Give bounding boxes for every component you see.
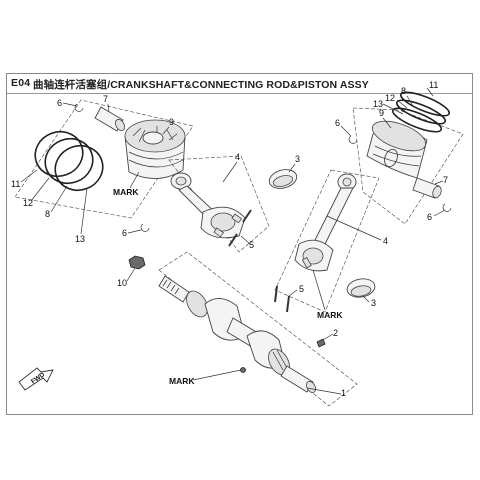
left-piston-rings xyxy=(34,130,104,192)
callout-9-right: 9 xyxy=(379,108,384,118)
crank-nut xyxy=(128,255,146,270)
callout-1: 1 xyxy=(341,388,346,398)
callout-8-left: 8 xyxy=(45,209,50,219)
callout-11-left: 11 xyxy=(11,179,20,189)
callout-5-left: 5 xyxy=(249,240,254,250)
right-piston-group-outline xyxy=(352,107,464,225)
callout-13-left: 13 xyxy=(75,234,85,244)
right-piston xyxy=(366,120,428,179)
mark-label-left-piston: MARK xyxy=(113,187,139,197)
right-piston-callouts: 11 8 13 12 9 6 7 6 xyxy=(335,80,448,222)
right-snap-ring-lower xyxy=(442,203,452,212)
callout-7-left: 7 xyxy=(103,94,108,104)
callout-6-right-upper: 6 xyxy=(335,118,340,128)
left-piston-pin xyxy=(94,106,125,132)
callout-4-right: 4 xyxy=(383,236,388,246)
callout-6-left-top: 6 xyxy=(57,98,62,108)
left-piston xyxy=(124,119,186,179)
mark-label-crankshaft: MARK xyxy=(169,376,195,386)
right-rod-callouts: 4 3 5 MARK xyxy=(288,215,388,320)
mark-label-right-rod: MARK xyxy=(317,310,343,320)
callout-5-right: 5 xyxy=(299,284,304,294)
callout-6-left-lower: 6 xyxy=(122,228,127,238)
fwd-arrow: FWD xyxy=(18,367,54,391)
diagram-title: 曲轴连杆活塞组/CRANKSHAFT&CONNECTING ROD&PISTON… xyxy=(33,79,369,91)
woodruff-key xyxy=(316,338,326,348)
right-connecting-rod xyxy=(294,173,357,272)
callout-11-right: 11 xyxy=(429,80,438,90)
left-callouts: 6 7 9 MARK 11 12 8 13 xyxy=(11,94,174,244)
callout-10: 10 xyxy=(117,278,127,288)
right-rod-group-outline xyxy=(274,169,380,313)
exploded-view-drawing: 6 7 9 MARK 11 12 8 13 xyxy=(11,80,464,407)
callout-12-left: 12 xyxy=(23,198,33,208)
right-piston-rings xyxy=(391,91,451,133)
left-connecting-rod xyxy=(170,172,246,239)
left-snap-ring-lower xyxy=(140,223,150,232)
right-rod-bolts xyxy=(274,285,290,313)
diagram-frame: E04 曲轴连杆活塞组/CRANKSHAFT&CONNECTING ROD&PI… xyxy=(6,73,473,415)
callout-9-left: 9 xyxy=(169,117,174,127)
crankshaft xyxy=(128,255,326,393)
left-rod-bolts xyxy=(228,209,252,247)
callout-4-left: 4 xyxy=(235,152,240,162)
right-snap-ring-upper xyxy=(348,135,358,144)
callout-3-left: 3 xyxy=(295,154,300,164)
callout-8-right: 8 xyxy=(401,86,406,96)
callout-3-right: 3 xyxy=(371,298,376,308)
callout-2: 2 xyxy=(333,328,338,338)
callout-13-right: 13 xyxy=(373,99,383,109)
right-rod-bearing xyxy=(346,278,376,298)
diagram-code: E04 xyxy=(11,77,31,89)
title-bar: E04 曲轴连杆活塞组/CRANKSHAFT&CONNECTING ROD&PI… xyxy=(7,74,472,94)
left-snap-ring-top xyxy=(74,103,84,112)
callout-7-right: 7 xyxy=(443,175,448,185)
left-rod-callouts: 4 3 5 6 xyxy=(122,152,300,250)
left-rod-bearing xyxy=(268,169,298,189)
right-piston-pin xyxy=(412,177,442,199)
crankshaft-callouts: 10 2 MARK 1 xyxy=(117,267,346,398)
callout-12-right: 12 xyxy=(385,93,395,103)
callout-6-right-lower: 6 xyxy=(427,212,432,222)
